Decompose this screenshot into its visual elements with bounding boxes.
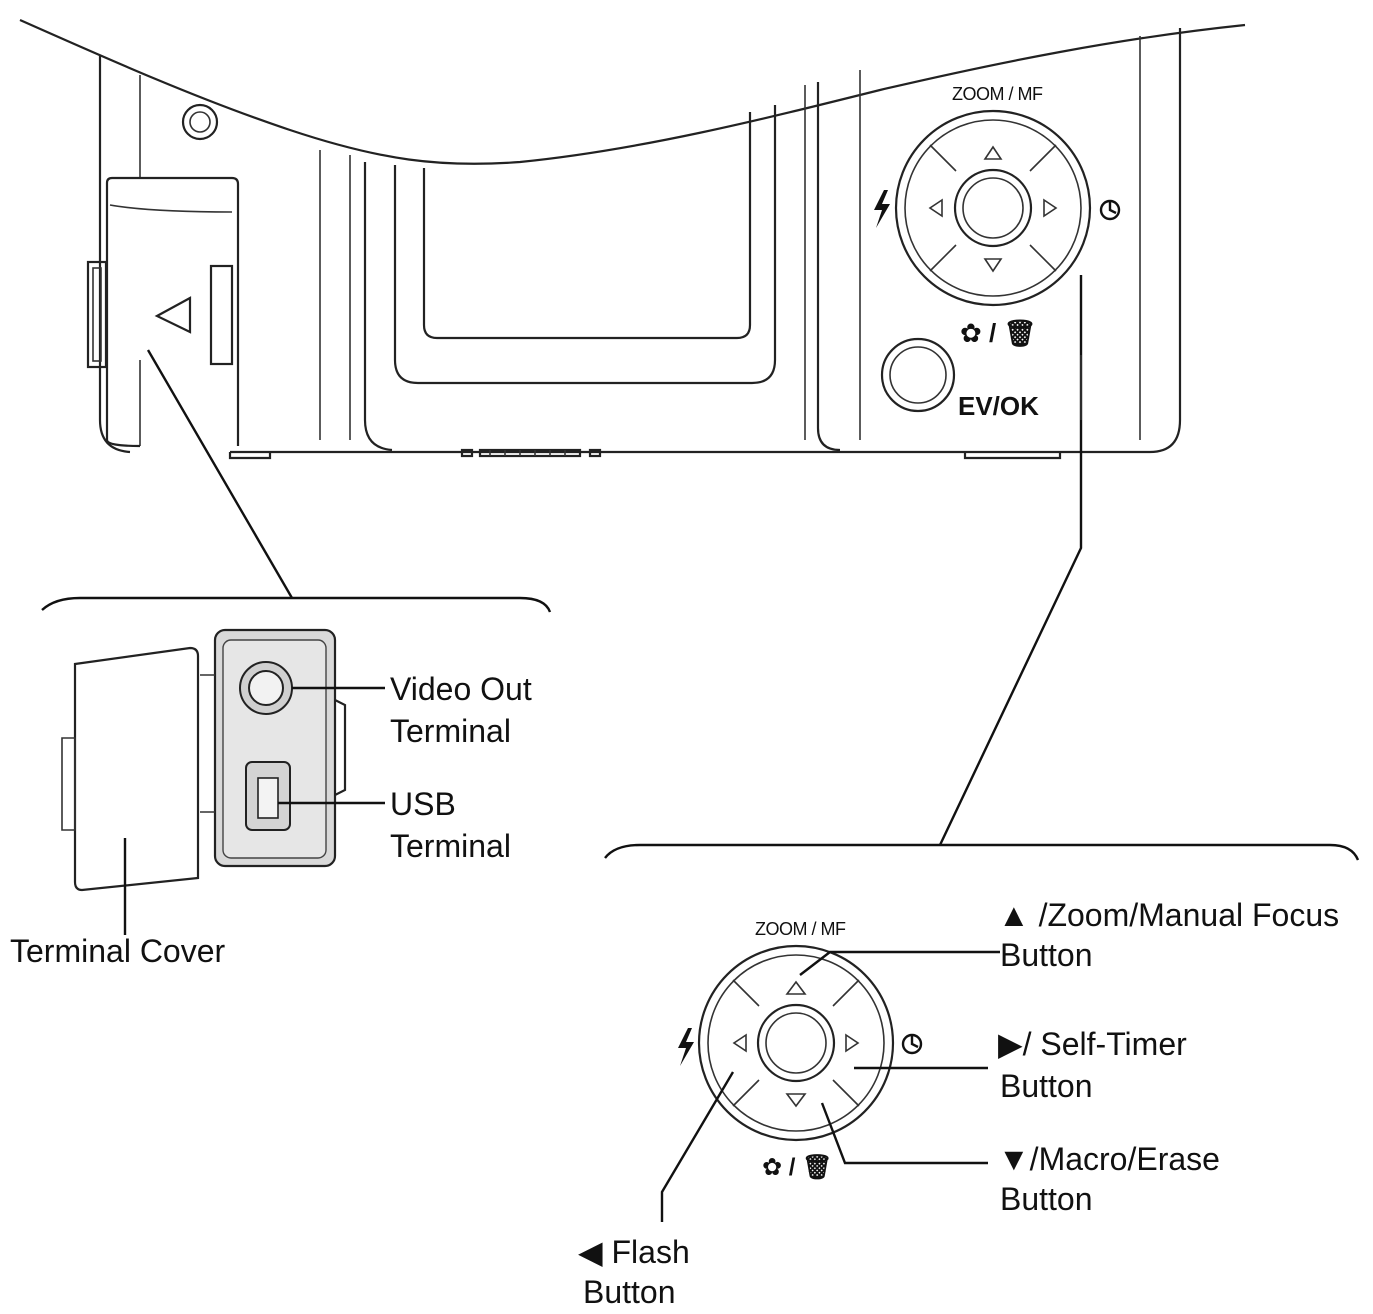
dial-top-label: ZOOM / MF (952, 84, 1043, 104)
self-timer-icon (1099, 199, 1121, 221)
video-out-label-2: Terminal (390, 713, 511, 749)
dial-panel: ZOOM / MF ✿ / 🗑 ▲ /Zoom/Manual Focus But… (578, 843, 1360, 1310)
lcd-screen (393, 105, 777, 385)
right-arrow-icon (845, 1033, 860, 1053)
usb-label-1: USB (390, 786, 456, 822)
terminal-block (200, 628, 347, 868)
left-arrow-icon (928, 198, 943, 218)
flash-label-1: ◀ Flash (578, 1234, 690, 1270)
leader-terminal (146, 349, 294, 599)
down-arrow-icon (785, 1093, 807, 1108)
macro-label-1: ▼/Macro/Erase (998, 1141, 1220, 1177)
body-terminal-cover (86, 176, 240, 448)
zoom-manual-focus-button[interactable] (785, 980, 807, 995)
detail-dial (697, 944, 895, 1142)
detail-flash-icon (678, 1028, 694, 1066)
macro-erase-button[interactable] (785, 1093, 807, 1108)
right-arrow-icon (1043, 198, 1058, 218)
ev-ok-label: EV/OK (958, 391, 1039, 421)
flash-label-2: Button (583, 1274, 676, 1310)
macro-erase-label: ✿ / 🗑 (960, 318, 1036, 348)
camera-dial[interactable] (894, 109, 1092, 307)
ev-ok-button[interactable] (880, 337, 956, 413)
self-timer-label-2: Button (1000, 1068, 1093, 1104)
flash-button[interactable] (732, 1033, 747, 1053)
macro-label-2: Button (1000, 1181, 1093, 1217)
video-out-jack (239, 661, 293, 715)
detail-dial-top-label: ZOOM / MF (755, 919, 846, 939)
left-arrow-icon (732, 1033, 747, 1053)
terminal-panel: Video Out Terminal USB Terminal Terminal… (10, 596, 552, 969)
usb-port (245, 761, 291, 831)
up-arrow-icon (785, 980, 807, 995)
self-timer-label-1: ▶/ Self-Timer (998, 1026, 1187, 1062)
usb-label-2: Terminal (390, 828, 511, 864)
terminal-cover-label: Terminal Cover (10, 933, 226, 969)
leader-dial (938, 275, 1083, 846)
detail-self-timer-icon (901, 1033, 923, 1055)
screw (181, 103, 219, 141)
camera-body: ZOOM / MF ✿ / 🗑 EV/OK (19, 18, 1246, 460)
zoom-label-2: Button (1000, 937, 1093, 973)
detail-macro-erase-label: ✿ / 🗑 (762, 1154, 833, 1181)
flash-icon (874, 190, 890, 228)
down-arrow-icon (983, 258, 1003, 273)
self-timer-button[interactable] (845, 1033, 860, 1053)
zoom-label-1: ▲ /Zoom/Manual Focus (998, 897, 1339, 933)
up-arrow-icon (983, 145, 1003, 160)
terminal-cover-flap (61, 646, 200, 892)
video-out-label-1: Video Out (390, 671, 532, 707)
